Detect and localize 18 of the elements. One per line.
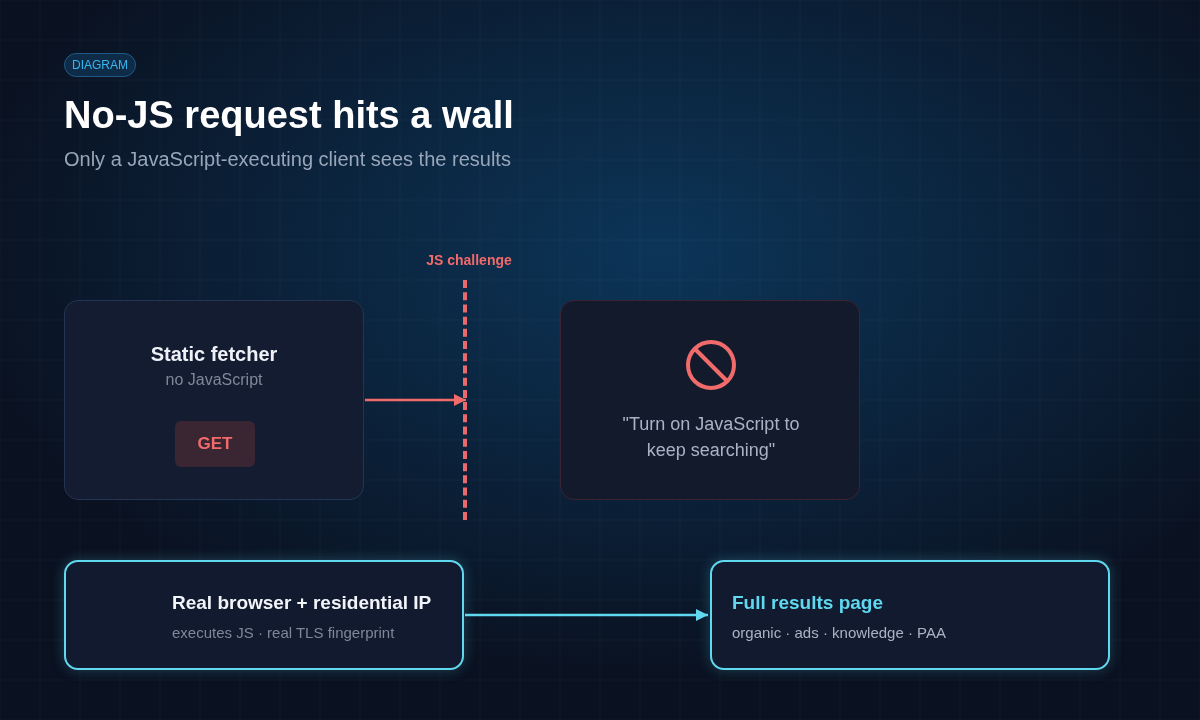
card-detail: executes JS · real TLS fingerprint (172, 624, 395, 641)
method-badge: GET (175, 421, 255, 467)
card-title: Real browser + residential IP (172, 592, 432, 614)
title: No-JS request hits a wall (64, 94, 514, 137)
blocked-card (560, 300, 860, 500)
tag-badge: DIAGRAM (64, 53, 136, 77)
result-card (710, 560, 1110, 670)
card-subtitle: no JavaScript (164, 371, 264, 389)
card-title: Static fetcher (149, 343, 279, 366)
subtitle: Only a JavaScript-executing client sees the results (64, 148, 511, 171)
wall-label: JS challenge (425, 252, 513, 268)
arrow (365, 393, 466, 407)
arrow (465, 608, 708, 622)
card-title: Full results page (732, 592, 883, 614)
client-card (64, 560, 464, 670)
blocked-message: "Turn on JavaScript to keep searching" (621, 413, 801, 462)
card-detail: organic · ads · knowledge · PAA (732, 624, 946, 641)
process-card (64, 300, 364, 500)
